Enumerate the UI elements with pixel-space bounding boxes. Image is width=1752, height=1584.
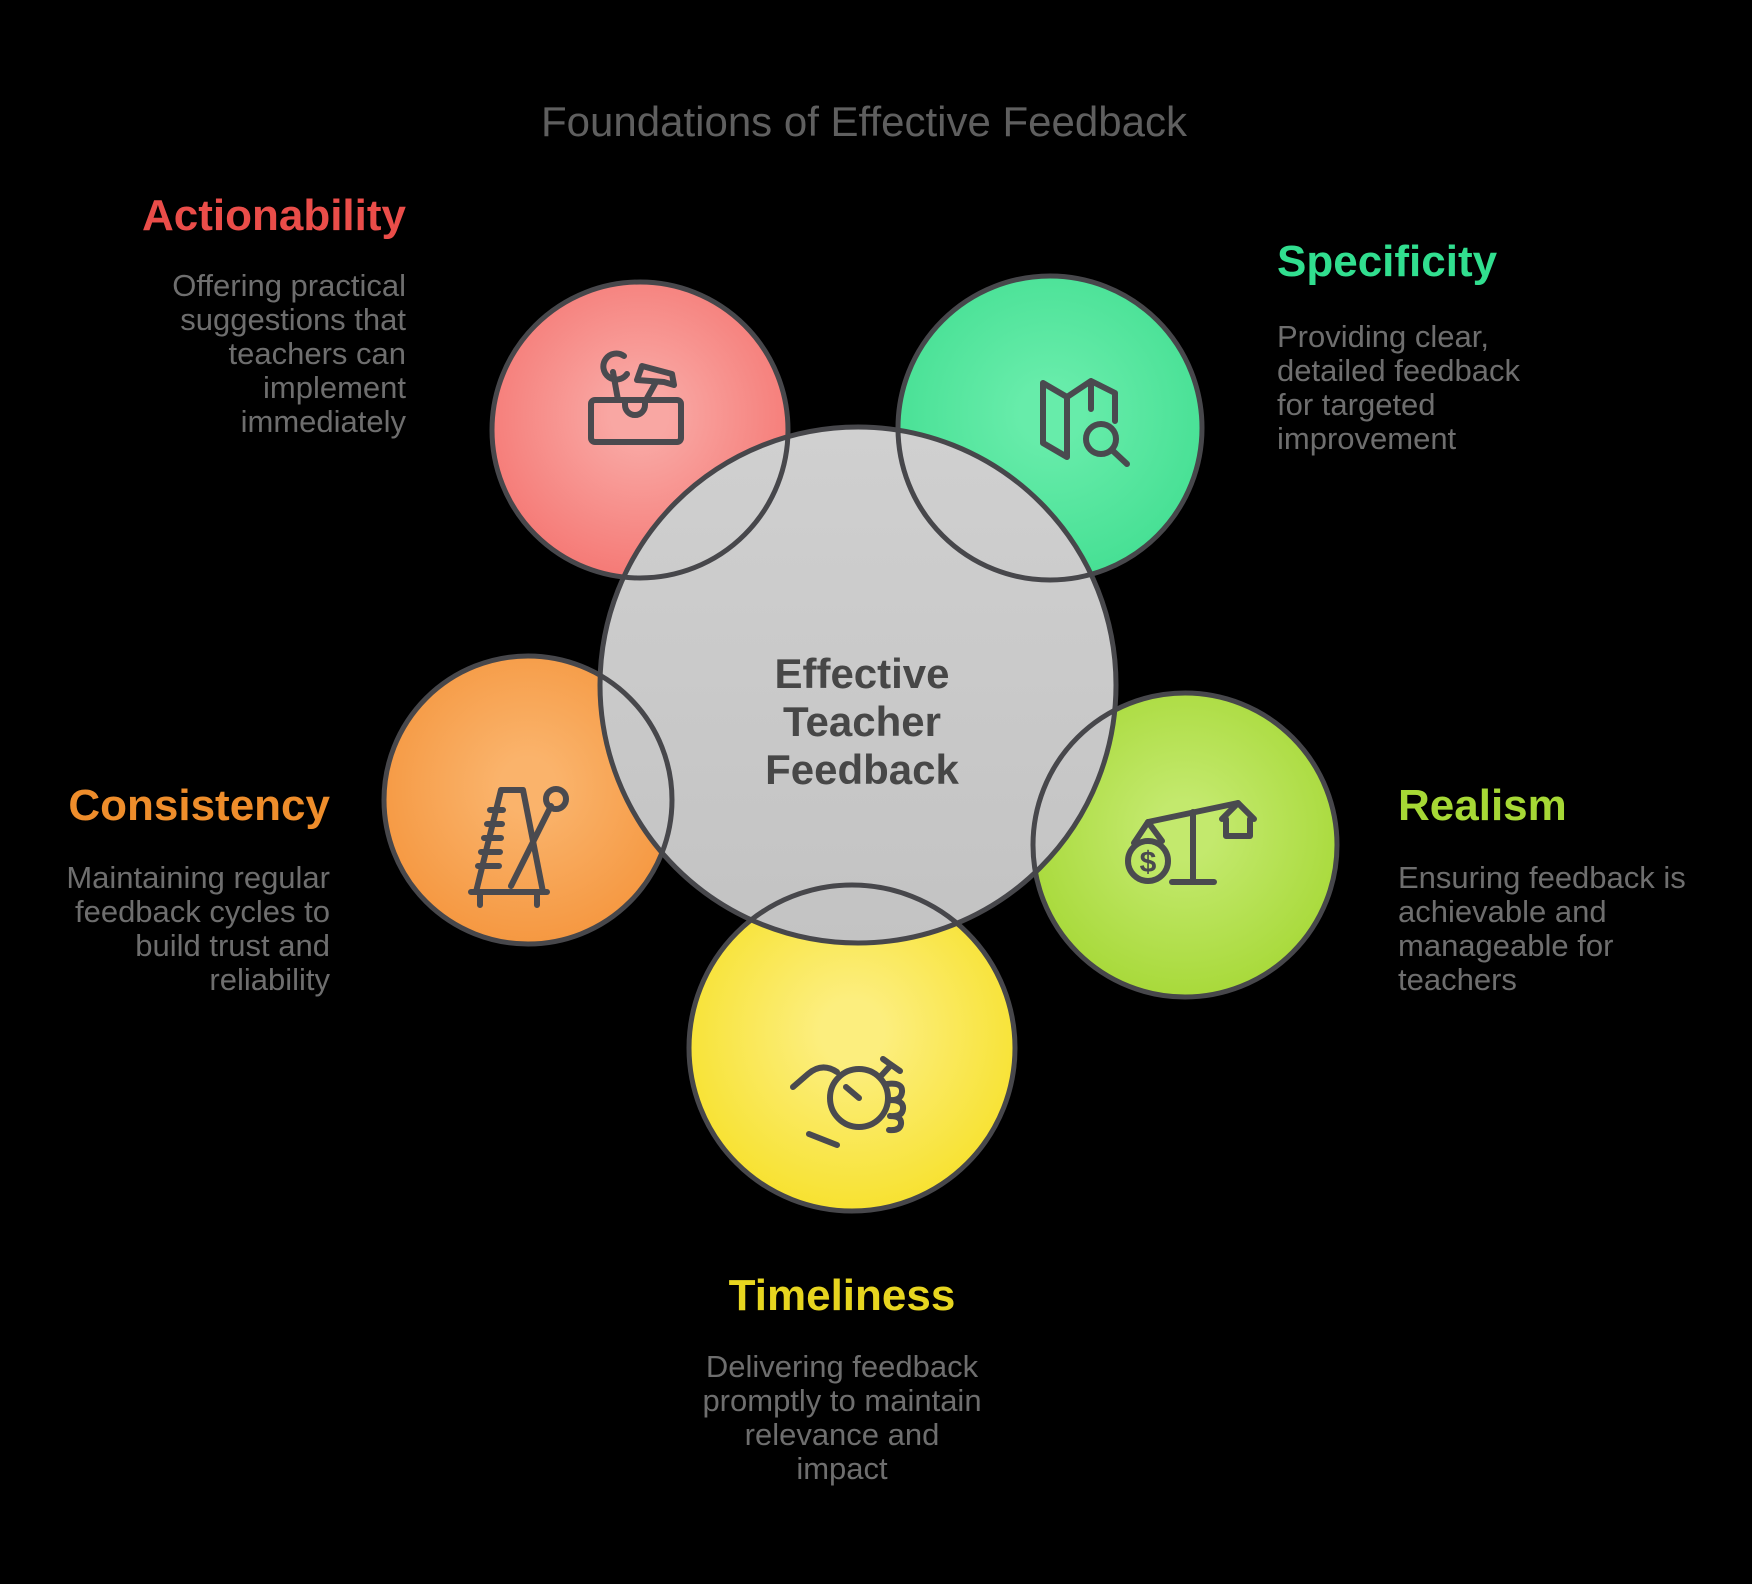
- section-body-line: for targeted: [1277, 387, 1436, 422]
- section-body-line: improvement: [1277, 421, 1457, 456]
- section-body-line: Offering practical: [172, 268, 406, 303]
- section-actionability: Actionability Offering practical suggest…: [142, 191, 407, 439]
- dollar-sign: $: [1140, 846, 1157, 879]
- section-body-line: manageable for: [1398, 928, 1613, 963]
- balance-scale-icon: $: [1125, 800, 1257, 885]
- section-body-line: Delivering feedback: [706, 1349, 979, 1384]
- section-body-line: achievable and: [1398, 894, 1607, 929]
- section-timeliness: Timeliness Delivering feedback promptly …: [702, 1271, 981, 1486]
- section-body-line: promptly to maintain: [702, 1383, 981, 1418]
- section-body-line: implement: [263, 370, 406, 405]
- section-body-line: detailed feedback: [1277, 353, 1521, 388]
- petal-outline-specificity: [895, 273, 1205, 583]
- section-body-line: Ensuring feedback is: [1398, 860, 1686, 895]
- petal-circle-realism: [1033, 693, 1337, 997]
- center-circle: [600, 427, 1116, 943]
- section-body-line: relevance and: [745, 1417, 940, 1452]
- section-realism: Realism Ensuring feedback is achievable …: [1398, 781, 1686, 997]
- center-label-line: Teacher: [783, 698, 941, 745]
- petal-outline-realism: [1030, 690, 1340, 1000]
- center-label-line: Effective: [774, 650, 949, 697]
- petal-outline-timeliness: [686, 882, 1018, 1214]
- section-body-line: immediately: [241, 404, 407, 439]
- section-body-line: Maintaining regular: [66, 860, 330, 895]
- section-heading-specificity: Specificity: [1277, 237, 1498, 286]
- section-body-line: teachers can: [229, 336, 407, 371]
- petal-outline-consistency: [381, 653, 675, 947]
- section-heading-actionability: Actionability: [142, 191, 407, 240]
- section-heading-realism: Realism: [1398, 781, 1567, 830]
- section-body-line: feedback cycles to: [75, 894, 330, 929]
- section-consistency: Consistency Maintaining regular feedback…: [66, 781, 330, 997]
- section-heading-consistency: Consistency: [68, 781, 330, 830]
- section-body-line: reliability: [209, 962, 330, 997]
- section-body-line: impact: [796, 1451, 888, 1486]
- center-label: Effective Teacher Feedback: [765, 650, 959, 793]
- page-title: Foundations of Effective Feedback: [541, 98, 1188, 145]
- metronome-icon: [468, 786, 569, 908]
- petal-circle-timeliness: [689, 885, 1015, 1211]
- section-body-line: Providing clear,: [1277, 319, 1489, 354]
- section-specificity: Specificity Providing clear, detailed fe…: [1277, 237, 1521, 456]
- center-circle-outline: [597, 424, 1119, 946]
- center-label-line: Feedback: [765, 746, 959, 793]
- map-search-icon: [1040, 378, 1130, 467]
- section-body-line: build trust and: [135, 928, 330, 963]
- petal-outline-actionability: [489, 279, 791, 581]
- section-heading-timeliness: Timeliness: [729, 1271, 956, 1320]
- toolbox-icon: [588, 350, 684, 445]
- section-body-line: suggestions that: [180, 302, 406, 337]
- stopwatch-hand-icon: [790, 1056, 907, 1148]
- section-body-line: teachers: [1398, 962, 1517, 997]
